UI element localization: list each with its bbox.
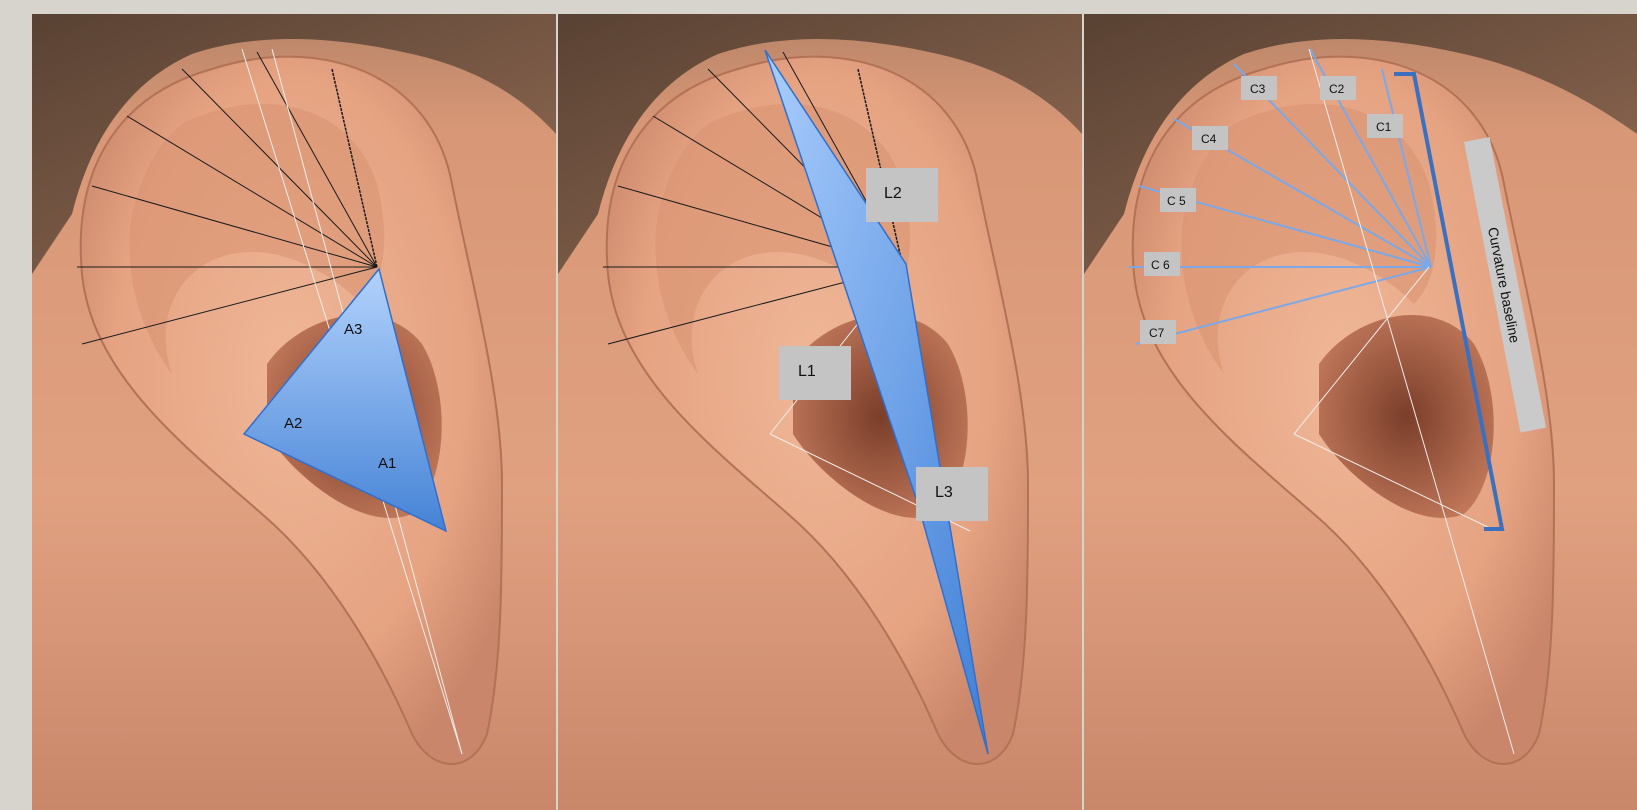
- label-c2: C2: [1329, 82, 1345, 96]
- label-a2: A2: [284, 415, 302, 432]
- label-a3: A3: [344, 321, 362, 338]
- panel-curvature: Curvature baseline C3 C2 C1 C4 C 5 C 6 C…: [1084, 14, 1637, 810]
- label-c6: C 6: [1151, 258, 1170, 272]
- label-box-l2: [866, 168, 938, 222]
- panel-angles: A3 A2 A1: [32, 14, 556, 810]
- label-l2: L2: [884, 185, 902, 202]
- label-c3: C3: [1250, 82, 1266, 96]
- label-c7: C7: [1149, 326, 1165, 340]
- label-l1: L1: [798, 363, 816, 380]
- label-c4: C4: [1201, 132, 1217, 146]
- label-c1: C1: [1376, 120, 1392, 134]
- panel-lengths: L2 L1 L3: [558, 14, 1082, 810]
- label-a1: A1: [378, 455, 396, 472]
- label-c5: C 5: [1167, 194, 1186, 208]
- label-l3: L3: [935, 484, 953, 501]
